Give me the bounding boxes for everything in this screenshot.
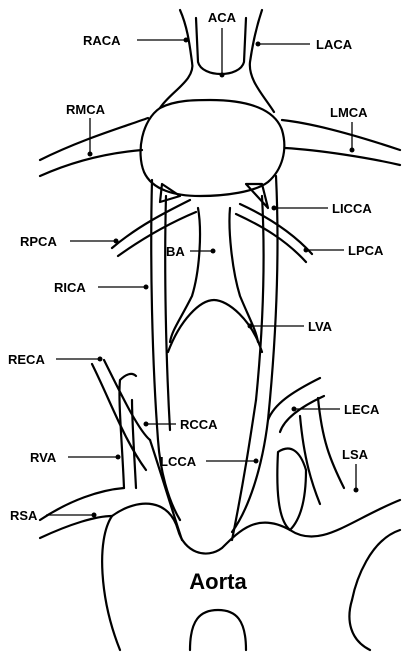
- dot-lsa: [354, 488, 359, 493]
- label-leca: LECA: [344, 402, 380, 417]
- label-rva: RVA: [30, 450, 57, 465]
- label-lcca: LCCA: [160, 454, 197, 469]
- label-rsa: RSA: [10, 508, 38, 523]
- ba-vessel-right: [229, 208, 258, 342]
- label-rmca: RMCA: [66, 102, 106, 117]
- label-licca: LICCA: [332, 201, 372, 216]
- aorta-lower: [190, 610, 246, 650]
- circle-of-willis: [141, 100, 285, 196]
- dot-rva: [116, 455, 121, 460]
- dot-lpca: [304, 248, 309, 253]
- dot-rpca: [114, 239, 119, 244]
- lpca-vessel: [240, 204, 312, 254]
- lmca-vessel-upper: [282, 120, 400, 150]
- rmca-vessel-upper: [40, 118, 148, 160]
- label-raca: RACA: [83, 33, 121, 48]
- label-lpca: LPCA: [348, 243, 384, 258]
- lica-vessel: [232, 176, 278, 532]
- dot-rica: [144, 285, 149, 290]
- rsa-vessel-lower: [40, 516, 112, 538]
- aorta-vessel: [102, 500, 400, 650]
- raca-vessel: [160, 10, 192, 108]
- dot-ba: [211, 249, 216, 254]
- label-rpca: RPCA: [20, 234, 57, 249]
- rica-vessel-inner: [165, 196, 170, 430]
- label-rica: RICA: [54, 280, 86, 295]
- dot-rcca: [144, 422, 149, 427]
- label-lva: LVA: [308, 319, 333, 334]
- label-laca: LACA: [316, 37, 353, 52]
- laca-vessel: [250, 10, 274, 112]
- dot-licca: [272, 206, 277, 211]
- rva-vessel-inner: [132, 400, 136, 488]
- dot-laca: [256, 42, 261, 47]
- reca-vessel-inner: [104, 360, 150, 440]
- lsa-vessel: [318, 398, 344, 488]
- dot-lcca: [254, 459, 259, 464]
- dot-aca: [220, 73, 225, 78]
- label-aca: ACA: [208, 10, 237, 25]
- lmca-vessel-lower: [285, 148, 400, 165]
- label-rcca: RCCA: [180, 417, 218, 432]
- dot-lmca: [350, 148, 355, 153]
- label-ba: BA: [166, 244, 185, 259]
- lsa-lumen: [277, 449, 306, 530]
- dot-rsa: [92, 513, 97, 518]
- label-reca: RECA: [8, 352, 45, 367]
- label-lsa: LSA: [342, 447, 369, 462]
- label-lmca: LMCA: [330, 105, 368, 120]
- dot-rmca: [88, 152, 93, 157]
- dot-lva: [248, 324, 253, 329]
- aca-vessel: [196, 18, 246, 74]
- dot-raca: [184, 38, 189, 43]
- label-aorta: Aorta: [189, 569, 247, 594]
- dot-reca: [98, 357, 103, 362]
- lcca-vessel: [232, 400, 256, 540]
- dot-leca: [292, 407, 297, 412]
